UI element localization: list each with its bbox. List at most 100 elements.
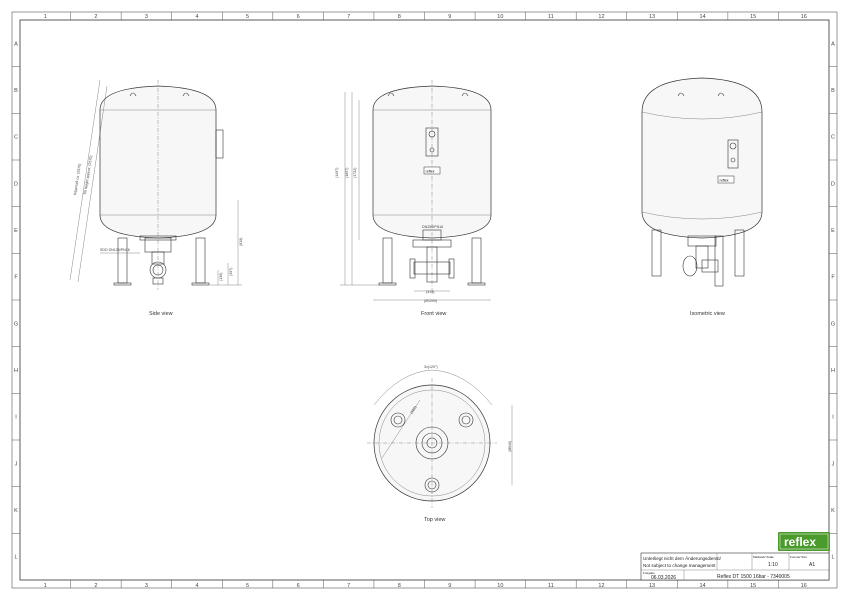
- side-dim-136: (136): [219, 273, 223, 281]
- grid-row-label: I: [15, 415, 17, 421]
- release-date: 06.03.2026: [651, 575, 676, 581]
- grid-row-label: J: [832, 461, 835, 467]
- scale-value: 1:10: [768, 562, 778, 568]
- grid-column-label: 15: [750, 583, 756, 589]
- grid-row-label: E: [14, 228, 18, 234]
- grid-row-label: C: [831, 135, 835, 141]
- grid-row-label: K: [14, 508, 18, 514]
- grid-column-label: 13: [649, 583, 655, 589]
- front-connection-label: DN250/PN16: [422, 225, 443, 229]
- grid-row-label: D: [831, 181, 835, 187]
- side-tilt-label-en: Tilt height approx. (2570): [83, 155, 93, 195]
- grid-row-label: A: [831, 41, 835, 47]
- grid-row-label: L: [14, 555, 17, 561]
- grid-column-label: 6: [297, 583, 300, 589]
- grid-rows-right: A B C D E F G H I J K L: [829, 41, 837, 561]
- grid-column-label: 13: [649, 14, 655, 20]
- top-dim-940: (Ø940): [508, 441, 512, 452]
- grid-column-label: 10: [497, 583, 503, 589]
- format-value: A1: [809, 562, 815, 568]
- grid-column-label: 7: [347, 14, 350, 20]
- grid-row-label: G: [14, 321, 18, 327]
- grid-row-label: F: [831, 275, 835, 281]
- grid-column-label: 2: [94, 583, 97, 589]
- grid-column-label: 8: [398, 14, 401, 20]
- grid-column-label: 1: [44, 583, 47, 589]
- grid-row-label: B: [14, 88, 18, 94]
- top-view: 3x(120°) (500) (Ø940) Top view: [367, 365, 513, 523]
- grid-column-label: 5: [246, 14, 249, 20]
- grid-row-label: I: [832, 415, 834, 421]
- grid-row-label: H: [831, 368, 835, 374]
- grid-column-label: 9: [448, 583, 451, 589]
- grid-row-label: H: [14, 368, 18, 374]
- format-label: Format/ Size: [790, 555, 807, 559]
- front-view: reflex (1497) (1657) (1732) DN250/PN16 (…: [335, 80, 492, 317]
- isometric-view-label: Isometric view: [690, 311, 725, 317]
- grid-row-label: G: [831, 321, 835, 327]
- side-dim-397: (397): [229, 268, 233, 276]
- grid-column-label: 12: [598, 14, 604, 20]
- grid-column-label: 3: [145, 14, 148, 20]
- grid-column-label: 7: [347, 583, 350, 589]
- grid-column-label: 8: [398, 583, 401, 589]
- grid-column-label: 14: [700, 14, 706, 20]
- grid-row-label: C: [14, 135, 18, 141]
- grid-column-label: 9: [448, 14, 451, 20]
- reflex-logo: reflex: [778, 532, 830, 551]
- grid-column-label: 10: [497, 14, 503, 20]
- title-note-en: Not subject to change management: [643, 563, 716, 568]
- grid-column-label: 12: [598, 583, 604, 589]
- grid-row-label: K: [831, 508, 835, 514]
- grid-row-label: A: [14, 41, 18, 47]
- grid-column-label: 3: [145, 583, 148, 589]
- side-tilt-label-de: Kippmaß ca. (2570): [73, 163, 82, 195]
- iso-vessel-shell: [641, 77, 763, 239]
- grid-row-label: B: [831, 88, 835, 94]
- grid-row-label: D: [14, 181, 18, 187]
- front-dim-1732: (1732): [353, 168, 357, 178]
- isometric-view: reflex Isometric view: [641, 77, 763, 317]
- front-dim-314: (314): [426, 290, 434, 294]
- front-dim-1200: (Ø1200): [424, 299, 437, 303]
- title-note-de: Unterliegt nicht dem Änderungsdienst/: [643, 555, 722, 561]
- grid-column-label: 2: [94, 14, 97, 20]
- iso-nameplate-logo: reflex: [720, 179, 729, 183]
- release-label: Freigabe: [643, 571, 655, 575]
- side-view-label: Side view: [149, 311, 173, 317]
- side-connection-label: SDD DN125/PN16: [100, 248, 130, 252]
- logo-text: reflex: [784, 535, 816, 549]
- grid-column-label: 11: [548, 14, 554, 20]
- scale-label: Maßstab/ Scale: [753, 555, 774, 559]
- grid-column-label: 1: [44, 14, 47, 20]
- grid-row-label: E: [831, 228, 835, 234]
- grid-column-label: 6: [297, 14, 300, 20]
- grid-column-label: 15: [750, 14, 756, 20]
- grid-row-label: J: [15, 461, 18, 467]
- grid-row-label: F: [14, 275, 18, 281]
- grid-rows-left: A B C D E F G H I J K L: [12, 41, 20, 561]
- side-dim-819: (819): [239, 238, 243, 246]
- front-view-label: Front view: [421, 311, 446, 317]
- front-nameplate: [423, 166, 441, 175]
- grid-column-label: 5: [246, 583, 249, 589]
- grid-column-label: 14: [700, 583, 706, 589]
- iso-nameplate: [717, 175, 735, 184]
- drawing-title: Reflex DT 1500 16bar - 7340005: [717, 574, 790, 580]
- grid-column-label: 4: [195, 583, 198, 589]
- grid-row-label: L: [831, 555, 834, 561]
- title-block: Unterliegt nicht dem Änderungsdienst/ No…: [640, 552, 830, 581]
- top-dim-angle: 3x(120°): [424, 365, 438, 369]
- top-dim-500: (500): [410, 405, 418, 414]
- front-nameplate-logo: reflex: [426, 170, 435, 174]
- front-dim-1497: (1497): [335, 168, 339, 178]
- top-view-label: Top view: [424, 517, 445, 523]
- grid-column-label: 16: [801, 583, 807, 589]
- front-dim-1657: (1657): [345, 168, 349, 178]
- side-view: Kippmaß ca. (2570) Tilt height approx. (…: [69, 79, 243, 317]
- grid-column-label: 16: [801, 14, 807, 20]
- grid-column-label: 11: [548, 583, 554, 589]
